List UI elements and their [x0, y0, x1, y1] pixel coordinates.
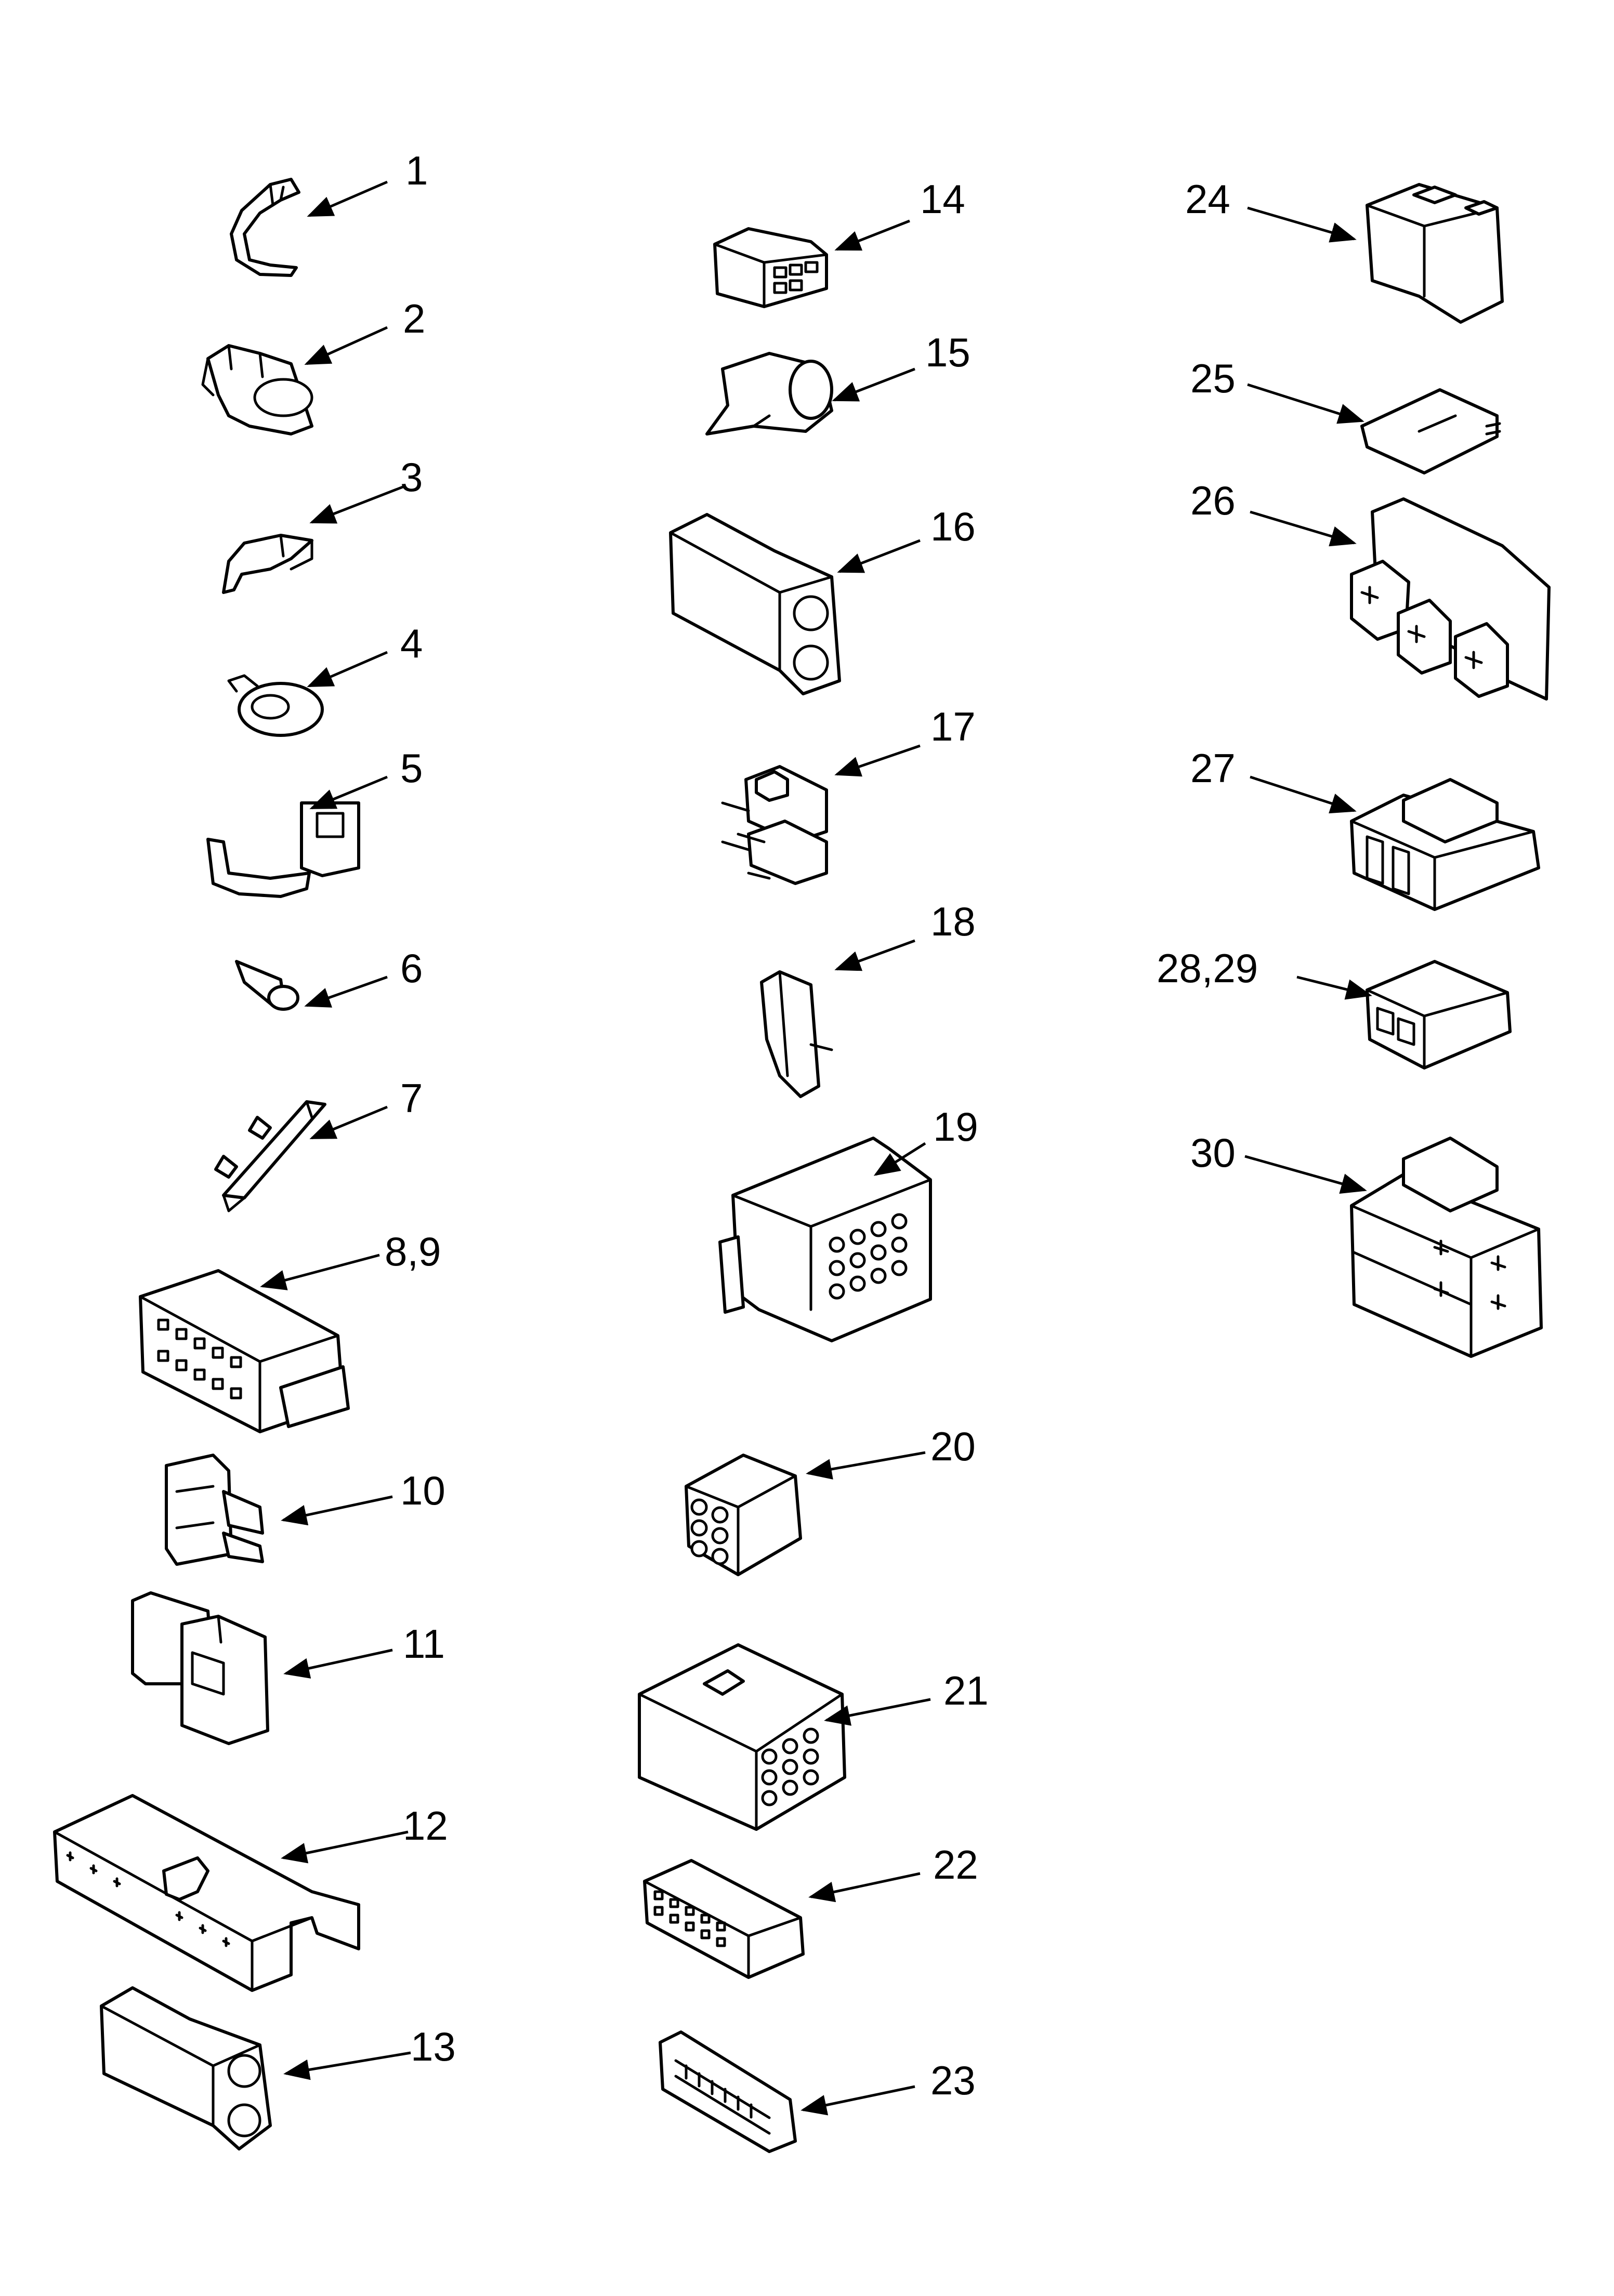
part-27-connector	[1350, 778, 1540, 911]
callout-26: 26	[1190, 478, 1236, 523]
leader-18	[834, 939, 915, 971]
part-25-plate	[1360, 388, 1501, 474]
callout-2: 2	[403, 296, 425, 341]
part-13-dual-housing	[100, 1986, 272, 2150]
leader-14	[834, 219, 910, 251]
callout-25: 25	[1190, 355, 1236, 401]
leader-19	[873, 1142, 926, 1176]
part-12-connector-strip	[53, 1794, 360, 1992]
callout-16: 16	[930, 504, 976, 549]
part-8-9-header-connector	[139, 1269, 350, 1433]
part-20-6pin-housing	[685, 1454, 802, 1576]
callout-24: 24	[1185, 176, 1230, 222]
leader-24	[1247, 206, 1357, 243]
part-24-block-connector	[1366, 183, 1504, 324]
part-1-clip	[230, 178, 300, 277]
leader-20	[806, 1451, 926, 1480]
callout-10: 10	[400, 1468, 445, 1513]
part-18-latch-housing	[760, 970, 833, 1098]
callout-14: 14	[920, 176, 965, 222]
leader-28-29	[1296, 975, 1372, 1000]
leader-11	[283, 1648, 393, 1679]
part-6-rivet	[235, 960, 299, 1011]
leader-1	[307, 180, 388, 217]
leader-15	[832, 367, 915, 402]
leader-25	[1247, 383, 1364, 424]
callout-30: 30	[1190, 1130, 1236, 1176]
callout-8-9: 8,9	[385, 1229, 441, 1274]
leader-3	[309, 484, 406, 524]
callout-11: 11	[403, 1621, 445, 1667]
callout-6: 6	[400, 945, 423, 991]
part-22-grid-header	[643, 1859, 805, 1979]
part-4-grommet	[227, 674, 324, 737]
leader-30	[1244, 1155, 1367, 1194]
part-21-12pin-housing	[638, 1643, 846, 1831]
leader-2	[304, 326, 388, 365]
leader-5	[309, 775, 388, 810]
callout-17: 17	[930, 704, 976, 749]
part-10-connector-housing	[165, 1454, 264, 1566]
leader-23	[801, 2085, 915, 2116]
leader-6	[304, 975, 388, 1008]
leader-4	[307, 651, 388, 688]
part-5-strap-clamp	[206, 801, 360, 898]
callout-22: 22	[933, 1842, 978, 1888]
callout-28-29: 28,29	[1157, 945, 1258, 991]
part-16-dual-housing	[669, 513, 841, 695]
leader-8-9	[260, 1253, 380, 1290]
callout-15: 15	[925, 329, 970, 375]
callout-7: 7	[400, 1075, 423, 1121]
part-19-12pin-connector	[718, 1137, 932, 1342]
callout-23: 23	[930, 2057, 976, 2103]
leader-16	[837, 539, 921, 573]
leader-21	[824, 1698, 931, 1726]
callout-12: 12	[403, 1803, 448, 1849]
callout-1: 1	[405, 148, 428, 193]
leader-7	[309, 1105, 388, 1140]
leader-10	[281, 1495, 393, 1526]
callout-3: 3	[400, 454, 423, 500]
part-11-terminal-housing	[131, 1591, 269, 1745]
leader-12	[281, 1830, 409, 1864]
callout-18: 18	[930, 899, 976, 944]
leader-27	[1250, 775, 1357, 814]
callout-5: 5	[400, 745, 423, 791]
leader-13	[283, 2051, 411, 2080]
leader-17	[834, 744, 921, 777]
part-3-spring-clip	[222, 534, 313, 594]
leader-22	[808, 1872, 921, 1903]
part-2-clamp	[201, 344, 313, 436]
callout-13: 13	[411, 2024, 456, 2069]
part-14-small-connector	[713, 227, 828, 308]
callout-4: 4	[400, 621, 423, 666]
part-26-relay-socket	[1350, 497, 1551, 701]
part-17-post-connector	[721, 765, 828, 885]
callout-19: 19	[933, 1104, 978, 1150]
part-7-bar-clip	[214, 1100, 326, 1212]
callout-21: 21	[943, 1668, 989, 1713]
part-30-relay-housing	[1350, 1137, 1543, 1358]
leader-26	[1250, 510, 1357, 547]
callout-27: 27	[1190, 745, 1236, 791]
callout-20: 20	[930, 1423, 976, 1469]
part-23-edge-connector	[659, 2030, 797, 2153]
part-28-29-connector	[1366, 960, 1512, 1070]
part-15-split-sleeve	[705, 352, 833, 436]
